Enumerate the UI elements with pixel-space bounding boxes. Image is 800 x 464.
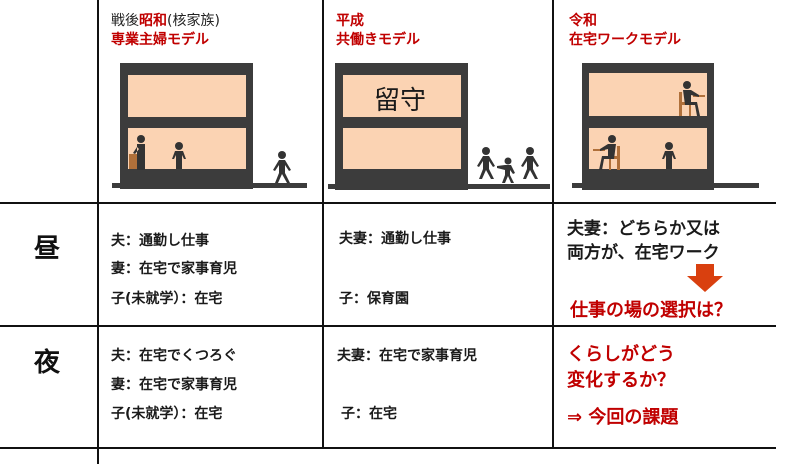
work-place-question: 仕事の場の選択は？ [570,300,732,321]
row-label-night: 夜 [34,348,61,378]
person-child-icon [172,142,186,169]
day-heisei-couple: 夫妻：通勤し仕事 [339,231,451,247]
day-reiwa-line2: 両方が、在宅ワーク [567,243,720,263]
night-heisei-child: 子：在宅 [341,406,397,422]
showa-era-suffix: (核家族) [167,13,220,29]
person-at-desk-icon [679,81,705,116]
upper-room [128,75,246,117]
day-showa-wife: 妻：在宅で家事育児 [111,261,237,277]
house-empty-label: 留守 [374,86,427,116]
counter-icon [129,154,139,169]
grid-hline-header [0,202,776,204]
showa-era-name: 昭和 [139,13,167,29]
grid-vline-left [97,0,99,464]
person-wife-icon [133,135,145,170]
grid-hline-day [0,325,776,327]
person-at-desk-icon [593,135,620,170]
showa-title-line1: 戦後昭和(核家族) [111,12,220,31]
day-heisei-child: 子：保育園 [339,291,409,307]
upper-room [343,75,461,117]
showa-title: 戦後昭和(核家族) 専業主婦モデル [111,12,220,50]
lower-room [128,128,246,169]
day-showa-child: 子(未就学）：在宅 [111,291,223,307]
heisei-model-name: 共働きモデル [336,32,420,48]
todays-topic: ⇒ 今回の課題 [567,407,679,428]
day-reiwa-line1: 夫妻：どちらか又は [567,219,720,239]
day-showa-husband: 夫：通勤し仕事 [111,233,209,249]
night-showa-child: 子(未就学）：在宅 [111,406,223,422]
heisei-era-name: 平成 [336,13,364,29]
heisei-title: 平成 共働きモデル [336,12,420,50]
grid-vline-col3 [552,0,554,449]
night-showa-husband: 夫：在宅でくつろぐ [111,348,237,364]
night-reiwa-line2: 変化するか？ [567,370,675,391]
reiwa-title: 令和 在宅ワークモデル [569,12,681,50]
person-child-icon [662,142,676,169]
showa-era-prefix: 戦後 [111,13,139,29]
family-walking-icon [477,147,539,183]
night-heisei-couple: 夫妻：在宅で家事育児 [337,348,477,364]
night-reiwa-line1: くらしがどう [567,344,675,365]
night-showa-wife: 妻：在宅で家事育児 [111,377,237,393]
showa-model-name: 専業主婦モデル [111,32,209,48]
down-arrow-icon [687,264,723,292]
reiwa-model-name: 在宅ワークモデル [569,32,681,48]
reiwa-era-name: 令和 [569,13,597,29]
grid-vline-col2 [322,0,324,449]
grid-hline-night [0,447,776,449]
person-walking-icon [273,151,291,183]
lower-room [343,128,461,169]
row-label-day: 昼 [34,234,61,264]
